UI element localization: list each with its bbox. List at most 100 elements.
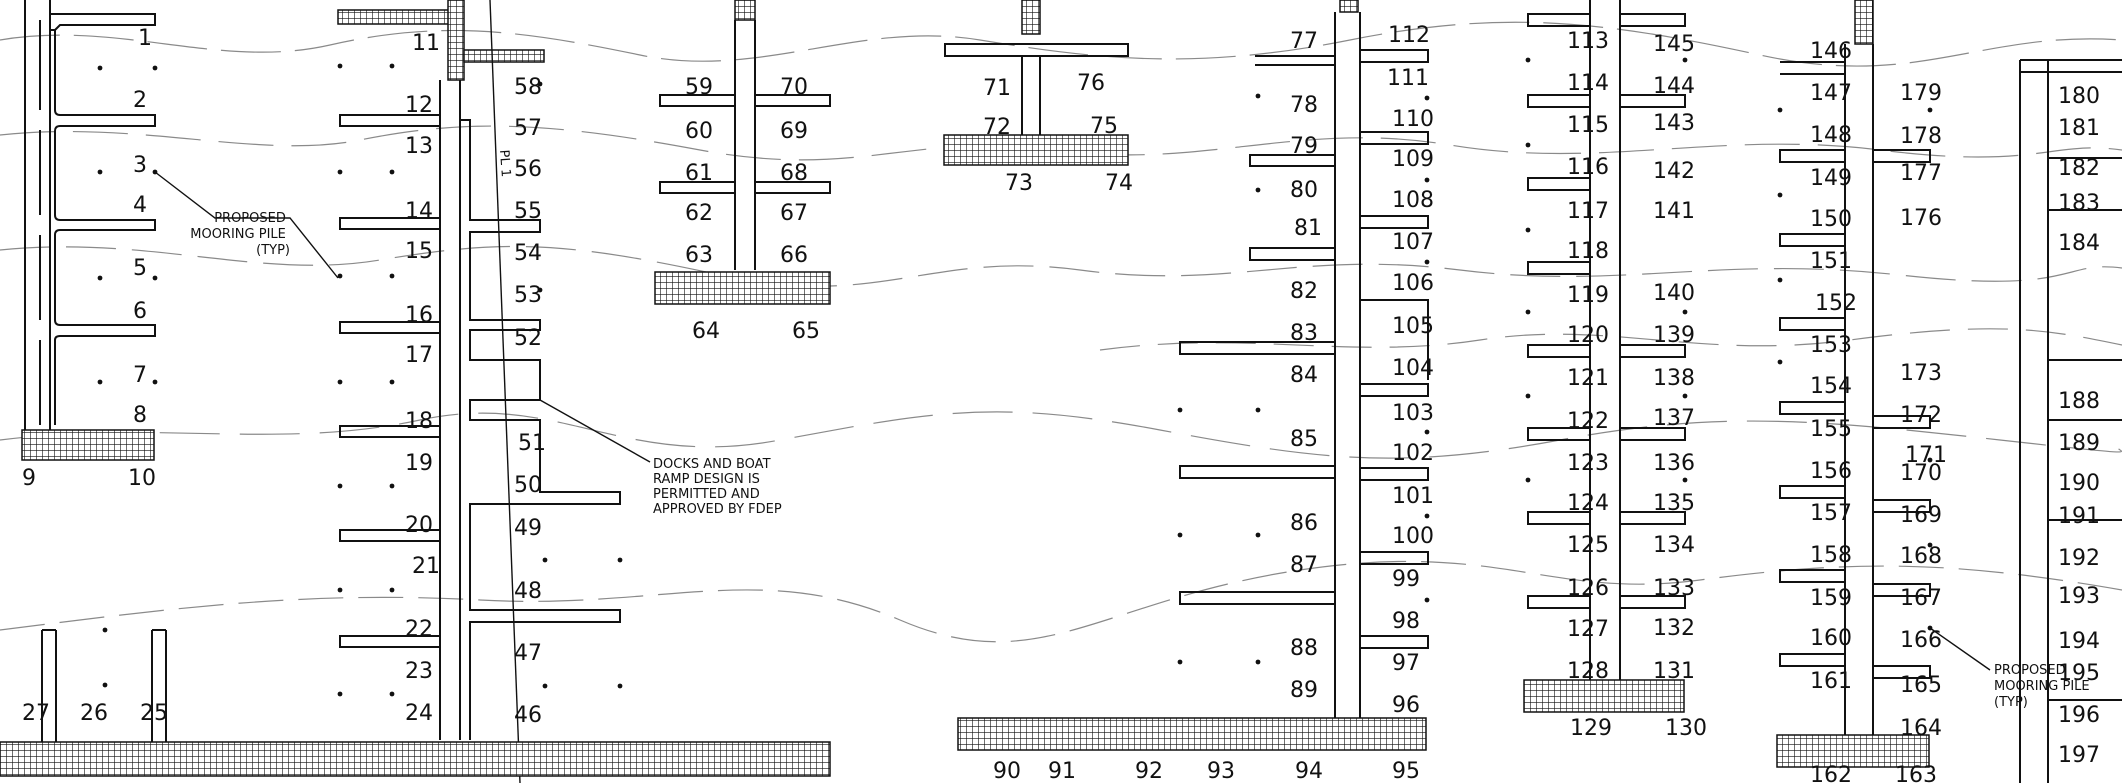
slip-number: 24 [405, 701, 433, 726]
slip-number: 138 [1653, 366, 1695, 391]
slip-number: 101 [1392, 484, 1434, 509]
slip-number: 52 [514, 326, 542, 351]
dock-h [1776, 0, 1931, 768]
slip-number: 116 [1567, 155, 1609, 180]
dock-f [957, 0, 1429, 751]
slip-number: 192 [2058, 546, 2100, 571]
dock-a [21, 0, 156, 461]
slip-number: 56 [514, 157, 542, 182]
slip-number: 79 [1290, 134, 1318, 159]
slip-number: 157 [1810, 501, 1852, 526]
slip-number: 70 [780, 75, 808, 100]
slip-number: 158 [1810, 543, 1852, 568]
slip-number: 191 [2058, 504, 2100, 529]
slip-number: 58 [514, 75, 542, 100]
slip-number: 151 [1810, 249, 1852, 274]
slip-number: 88 [1290, 636, 1318, 661]
slip-number: 80 [1290, 178, 1318, 203]
slip-number: 82 [1290, 279, 1318, 304]
slip-number: 155 [1810, 417, 1852, 442]
slip-number: 8 [133, 403, 147, 428]
slip-number: 66 [780, 243, 808, 268]
slip-number: 89 [1290, 678, 1318, 703]
slip-number: 64 [692, 319, 720, 344]
slip-number: 190 [2058, 471, 2100, 496]
slip-number: 67 [780, 201, 808, 226]
slip-number: 47 [514, 641, 542, 666]
slip-number: 92 [1135, 759, 1163, 783]
slip-number: 121 [1567, 366, 1609, 391]
slip-number: 111 [1387, 66, 1429, 91]
slip-number: 129 [1570, 716, 1612, 741]
slip-number: 117 [1567, 199, 1609, 224]
slip-number: 60 [685, 119, 713, 144]
pier-bottom-left [0, 741, 831, 777]
slip-number: 146 [1810, 39, 1852, 64]
slip-number: 81 [1294, 216, 1322, 241]
slip-number: 5 [133, 256, 147, 281]
slip-number: 134 [1653, 533, 1695, 558]
slip-number: 9 [22, 466, 36, 491]
slip-number: 85 [1290, 427, 1318, 452]
slip-number: 74 [1105, 171, 1133, 196]
slip-number: 125 [1567, 533, 1609, 558]
slip-number: 108 [1392, 188, 1434, 213]
slip-number: 163 [1895, 763, 1937, 783]
slip-number: 113 [1567, 29, 1609, 54]
slip-number: 15 [405, 239, 433, 264]
slip-number: 78 [1290, 93, 1318, 118]
slip-number: 180 [2058, 84, 2100, 109]
slip-number: 159 [1810, 586, 1852, 611]
slip-number: 150 [1810, 207, 1852, 232]
slip-number: 153 [1810, 333, 1852, 358]
slip-number: 10 [128, 466, 156, 491]
slip-number: 171 [1905, 443, 1947, 468]
slip-number: 110 [1392, 107, 1434, 132]
slip-number: 106 [1392, 271, 1434, 296]
slip-number: 93 [1207, 759, 1235, 783]
dock-i [2019, 59, 2122, 783]
slip-number: 25 [140, 701, 168, 726]
slip-number: 20 [405, 513, 433, 538]
slip-number: 165 [1900, 673, 1942, 698]
slip-number: 152 [1815, 291, 1857, 316]
slip-number: 144 [1653, 74, 1695, 99]
slip-number: 122 [1567, 409, 1609, 434]
slip-number: 195 [2058, 661, 2100, 686]
slip-number: 59 [685, 75, 713, 100]
slip-number: 123 [1567, 451, 1609, 476]
slip-number: 161 [1810, 669, 1852, 694]
slip-number: 18 [405, 409, 433, 434]
slip-number: 119 [1567, 283, 1609, 308]
slip-number: 168 [1900, 544, 1942, 569]
slip-number: 189 [2058, 431, 2100, 456]
slip-number: 154 [1810, 374, 1852, 399]
slip-number: 173 [1900, 361, 1942, 386]
slip-number: 164 [1900, 716, 1942, 741]
slip-number: 128 [1567, 659, 1609, 684]
slip-number: 102 [1392, 441, 1434, 466]
slip-number: 22 [405, 617, 433, 642]
slip-number: 188 [2058, 389, 2100, 414]
slip-number: 107 [1392, 230, 1434, 255]
slip-number: 27 [22, 701, 50, 726]
slip-number: 104 [1392, 356, 1434, 381]
slip-number: 112 [1388, 23, 1430, 48]
slip-number: 90 [993, 759, 1021, 783]
slip-number: 91 [1048, 759, 1076, 783]
slip-number: 181 [2058, 116, 2100, 141]
slip-number: 7 [133, 363, 147, 388]
slip-number: 105 [1392, 314, 1434, 339]
slip-number: 197 [2058, 743, 2100, 768]
slip-number: 184 [2058, 231, 2100, 256]
slip-number: 17 [405, 343, 433, 368]
slip-number: 114 [1567, 71, 1609, 96]
slip-number: 2 [133, 88, 147, 113]
slip-number: 75 [1090, 114, 1118, 139]
slip-number: 53 [514, 283, 542, 308]
slip-number: 94 [1295, 759, 1323, 783]
slip-number: 77 [1290, 29, 1318, 54]
slip-number: 194 [2058, 629, 2100, 654]
slip-number: 84 [1290, 363, 1318, 388]
